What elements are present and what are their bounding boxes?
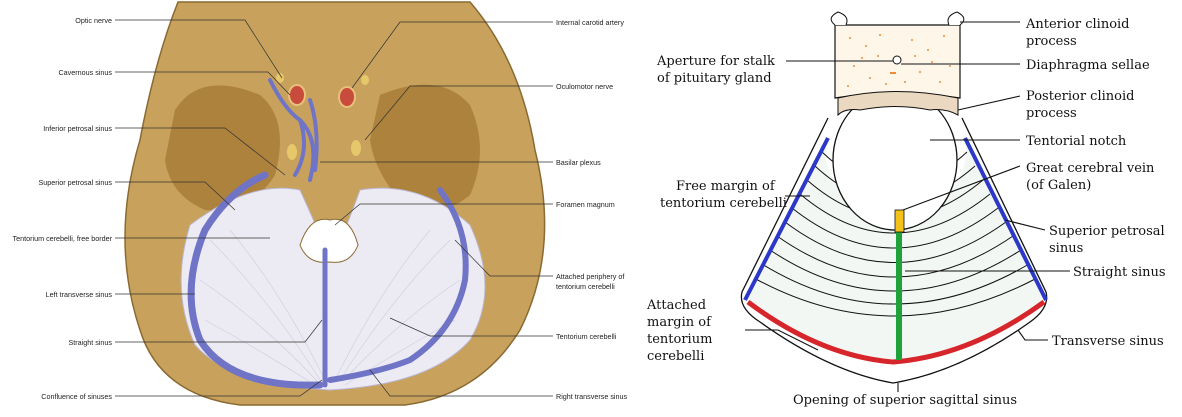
label-attached-1: Attached <box>646 298 706 313</box>
left-labels-left: Optic nerve Cavernous sinus Inferior pet… <box>13 16 113 401</box>
label-tentorium-cerebelli: Tentorium cerebelli <box>556 332 617 341</box>
pituitary-stalk-aperture <box>893 56 901 64</box>
label-internal-carotid-artery: Internal carotid artery <box>556 18 624 27</box>
label-anterior-clinoid-1: Anterior clinoid <box>1025 17 1130 32</box>
label-diaphragma-sellae: Diaphragma sellae <box>1026 58 1150 73</box>
label-attached-4: cerebelli <box>647 349 704 364</box>
label-aperture-1: Aperture for stalk <box>656 54 775 69</box>
label-opening-superior-sagittal-sinus: Opening of superior sagittal sinus <box>793 393 1017 408</box>
anterior-clinoid-right <box>948 12 964 25</box>
label-attached-3: tentorium <box>647 332 712 347</box>
left-oculomotor-nerve <box>287 144 297 160</box>
label-free-margin-1: Free margin of <box>676 179 776 194</box>
label-left-transverse-sinus: Left transverse sinus <box>46 290 113 299</box>
label-confluence-of-sinuses: Confluence of sinuses <box>41 392 112 401</box>
label-right-transverse-sinus: Right transverse sinus <box>556 392 628 401</box>
label-attached-periphery-1: Attached periphery of <box>556 272 624 281</box>
left-carotid-artery <box>289 85 305 105</box>
right-oculomotor-nerve <box>351 140 361 156</box>
right-carotid-artery <box>339 87 355 107</box>
label-aperture-2: of pituitary gland <box>657 71 772 86</box>
label-great-cerebral-vein-2: (of Galen) <box>1026 178 1091 193</box>
label-foramen-magnum: Foramen magnum <box>556 200 615 209</box>
label-superior-petrosal-2: sinus <box>1049 241 1083 256</box>
anterior-clinoid-left <box>831 12 847 25</box>
label-optic-nerve: Optic nerve <box>75 16 112 25</box>
label-straight-sinus: Straight sinus <box>1073 265 1166 280</box>
label-cavernous-sinus: Cavernous sinus <box>58 68 112 77</box>
right-optic-nerve <box>361 75 369 85</box>
label-oculomotor-nerve: Oculomotor nerve <box>556 82 613 91</box>
label-superior-petrosal-1: Superior petrosal <box>1049 224 1165 239</box>
left-illustration <box>125 2 545 405</box>
label-transverse-sinus: Transverse sinus <box>1052 334 1164 349</box>
label-tentorium-free-border: Tentorium cerebelli, free border <box>13 234 113 243</box>
label-inferior-petrosal-sinus: Inferior petrosal sinus <box>43 124 112 133</box>
tentorial-notch <box>833 90 957 230</box>
left-labels-right: Internal carotid artery Oculomotor nerve… <box>556 18 628 401</box>
label-posterior-clinoid-2: process <box>1026 106 1077 121</box>
label-anterior-clinoid-2: process <box>1026 34 1077 49</box>
label-attached-2: margin of <box>647 315 712 330</box>
label-posterior-clinoid-1: Posterior clinoid <box>1026 89 1134 104</box>
label-great-cerebral-vein-1: Great cerebral vein <box>1026 161 1155 176</box>
label-attached-periphery-2: tentorium cerebelli <box>556 282 615 291</box>
right-schematic <box>741 12 1046 383</box>
label-tentorial-notch: Tentorial notch <box>1026 134 1127 149</box>
label-free-margin-2: tentorium cerebelli <box>660 196 787 211</box>
label-straight-sinus-left: Straight sinus <box>68 338 112 347</box>
label-superior-petrosal-sinus: Superior petrosal sinus <box>38 178 112 187</box>
label-basilar-plexus: Basilar plexus <box>556 158 601 167</box>
great-cerebral-vein <box>895 210 904 232</box>
